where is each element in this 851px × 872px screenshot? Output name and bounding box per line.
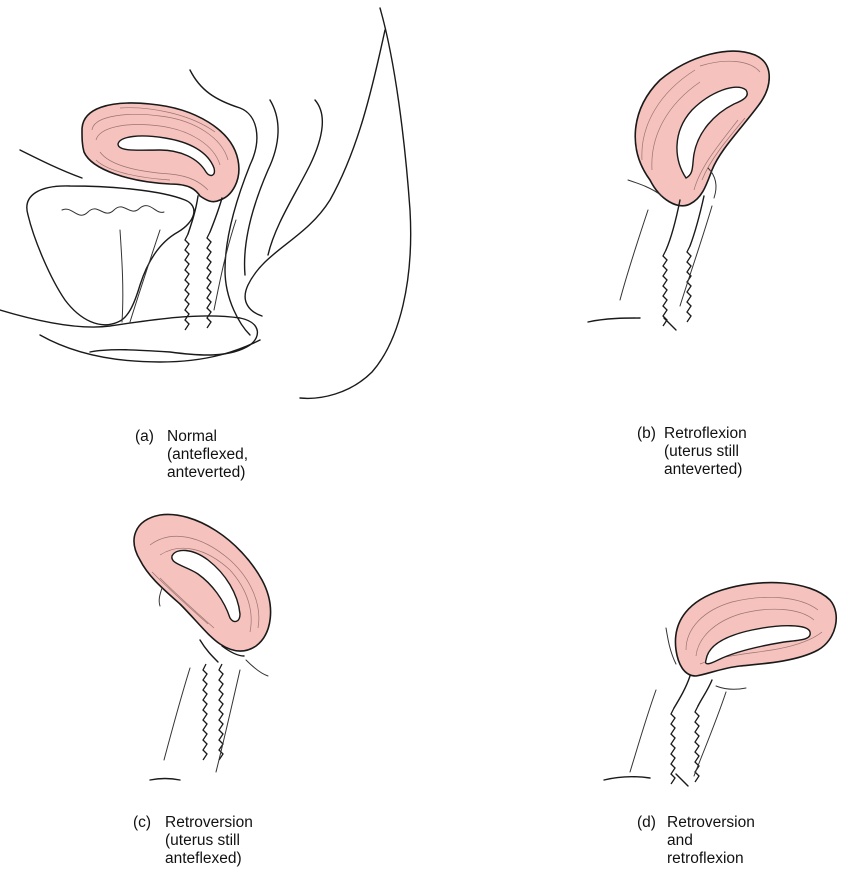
panel-c-drawing — [134, 514, 270, 780]
vagina-c-wall-left — [203, 664, 207, 760]
abdominal-wall-outline — [300, 8, 411, 398]
caption-c: (c) Retroversion (uterus still anteflexe… — [133, 814, 303, 870]
vagina-b-wall-right — [687, 246, 691, 322]
caption-d-line-1: Retroversion — [667, 814, 755, 832]
caption-b-line-2: (uterus still — [664, 443, 747, 461]
panel-a-drawing — [0, 8, 411, 398]
panel-b-drawing — [588, 51, 769, 330]
urethra-line — [120, 230, 123, 322]
bladder-outline — [27, 186, 194, 325]
caption-c-line-1: Retroversion — [165, 814, 253, 832]
caption-a-line-3: anteverted) — [167, 464, 248, 482]
vagina-a-wall-left — [185, 234, 189, 330]
caption-a-line-1: Normal — [167, 428, 248, 446]
caption-a-tag: (a) — [135, 428, 154, 446]
caption-c-tag: (c) — [133, 814, 151, 832]
bladder-lining — [62, 206, 164, 216]
pelvic-floor-line — [0, 310, 257, 355]
thigh-line — [40, 335, 260, 362]
vagina-b-wall-left — [663, 250, 667, 326]
rectum-outline-outer — [190, 70, 257, 335]
caption-b-line-3: anteverted) — [664, 461, 747, 479]
vagina-a-wall-right — [207, 232, 211, 328]
rectum-outline-third — [268, 100, 322, 255]
caption-d-tag: (d) — [637, 814, 656, 832]
caption-c-line-3: anteflexed) — [165, 850, 253, 868]
caption-a: (a) Normal (anteflexed, anteverted) — [135, 428, 275, 484]
caption-b: (b) Retroflexion (uterus still anteverte… — [637, 425, 797, 481]
caption-d-line-2: and — [667, 832, 755, 850]
caption-b-tag: (b) — [637, 425, 656, 443]
caption-d: (d) Retroversion and retroflexion — [637, 814, 807, 870]
anterior-line — [20, 150, 82, 178]
caption-b-line-1: Retroflexion — [664, 425, 747, 443]
vagina-d-wall-left — [671, 708, 675, 784]
caption-d-line-3: retroflexion — [667, 850, 755, 868]
caption-a-line-2: (anteflexed, — [167, 446, 248, 464]
panel-d-drawing — [604, 583, 836, 786]
rectum-outline-inner — [245, 100, 278, 275]
caption-c-line-2: (uterus still — [165, 832, 253, 850]
